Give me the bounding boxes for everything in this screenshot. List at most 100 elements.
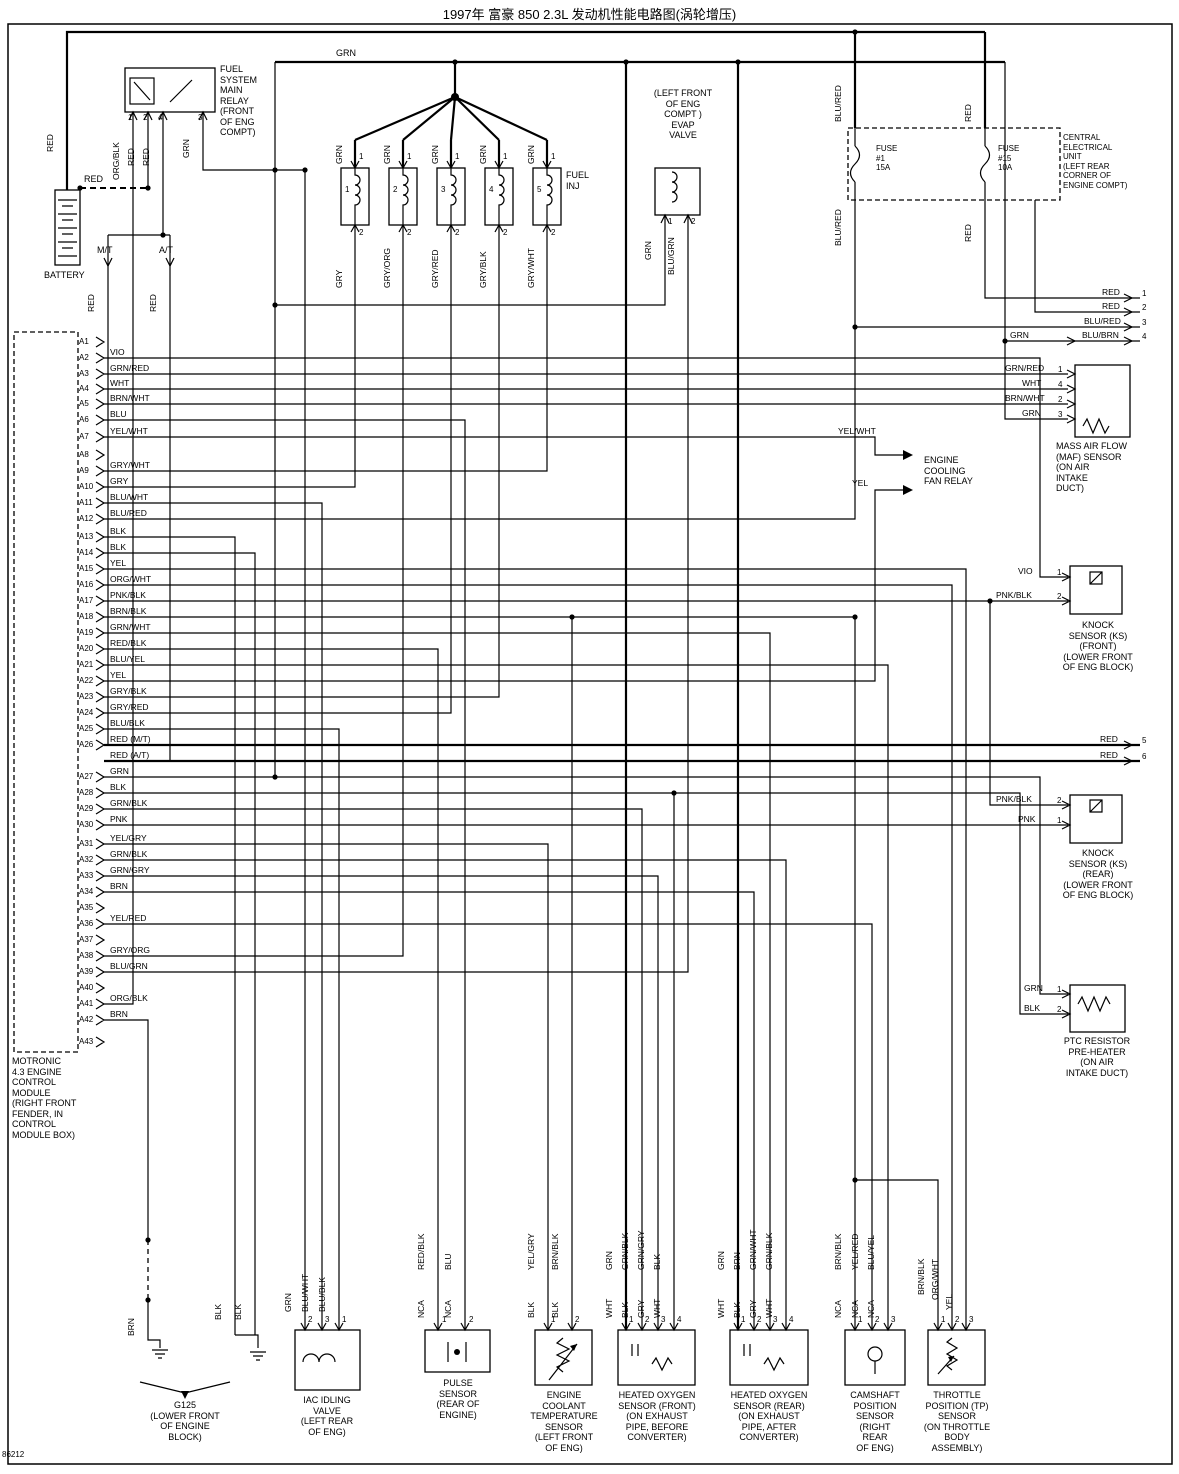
ecm-pin-label: A6 — [79, 415, 89, 424]
ecm-pin-connectors — [95, 336, 106, 1048]
wire-label: GRN — [336, 48, 356, 58]
pulse-name: PULSE SENSOR (REAR OF ENGINE) — [436, 1378, 480, 1420]
pin-number: 2 — [143, 113, 148, 122]
wire-label: ORG/BLK — [111, 142, 121, 180]
pin-number: 1 — [941, 1315, 946, 1324]
wire-label: BLU/BRN — [1082, 330, 1119, 340]
wire-label: GRY/BLK — [110, 686, 147, 696]
wires — [104, 62, 1140, 1348]
pulse-sensor-box — [424, 1329, 491, 1373]
pin-number: 1 — [442, 1315, 447, 1324]
wire-label: RED — [45, 134, 55, 152]
wire-label: BRN/WHT — [1005, 393, 1045, 403]
wire-label: BRN/BLK — [110, 606, 147, 616]
wire-label: BLU/YEL — [110, 654, 145, 664]
ecm-pin-label: A24 — [79, 708, 94, 717]
pin-number: 2 — [308, 1315, 313, 1324]
wire-label: BRN/WHT — [110, 393, 150, 403]
ptc-resistor — [1077, 995, 1111, 1013]
ptc-name: PTC RESISTOR PRE-HEATER (ON AIR INTAKE D… — [1063, 1036, 1131, 1078]
ecm-pin-label: A3 — [79, 369, 89, 378]
maf-symbol — [1082, 417, 1110, 435]
pin-number: 4 — [789, 1315, 794, 1324]
pulse-dot — [454, 1349, 460, 1355]
wire-label: GRY — [110, 476, 129, 486]
wire-label: BLU — [443, 1253, 453, 1270]
fan-relay-name: ENGINE COOLING FAN RELAY — [924, 455, 973, 486]
relay-coil — [129, 77, 155, 105]
wire-label: GRN — [110, 766, 129, 776]
injector-number: 1 — [345, 185, 350, 194]
pin-number: 3 — [198, 113, 203, 122]
wire-label: GRN — [1022, 408, 1041, 418]
pin-number: 1 — [741, 1315, 746, 1324]
wire-label: YEL — [110, 670, 127, 680]
wire-label: RED — [963, 224, 973, 242]
pin-number: 1 — [359, 152, 364, 161]
wire-label: PNK/BLK — [110, 590, 146, 600]
battery-label: BATTERY — [44, 270, 85, 280]
ecm-pin-label: A38 — [79, 951, 94, 960]
wire-label: BLK — [1024, 1003, 1041, 1013]
component-connectors — [103, 110, 1134, 1332]
ecm-pin-label: A32 — [79, 855, 94, 864]
ecm-pin-label: A17 — [79, 596, 94, 605]
ecm-pin-label: A39 — [79, 967, 94, 976]
wire-label: YEL — [110, 558, 127, 568]
arrows — [181, 450, 954, 1399]
evap-valve-box — [654, 167, 701, 216]
iac-coil — [302, 1353, 336, 1363]
pin-number: 2 — [575, 1315, 580, 1324]
wire-label: RED/BLK — [416, 1233, 426, 1270]
ecm-pin-label: A19 — [79, 628, 94, 637]
ecm-pin-label: A29 — [79, 804, 94, 813]
o2-front-box — [617, 1329, 696, 1386]
wire-label: GRN — [181, 139, 191, 158]
doc-number: 86212 — [2, 1450, 25, 1459]
tp-potentiometer — [937, 1337, 959, 1375]
wire-label: GRN — [1010, 330, 1029, 340]
pin-number: 1 — [342, 1315, 347, 1324]
battery-plates — [58, 199, 77, 257]
ecm-pin-label: A12 — [79, 514, 94, 523]
wire-label: RED (M/T) — [110, 734, 151, 744]
pin-number: 1 — [551, 152, 556, 161]
ecm-pin-label: A9 — [79, 466, 89, 475]
pin-label: BLK — [526, 1301, 536, 1318]
ecm-pin-label: A22 — [79, 676, 94, 685]
wire-label: BRN/BLK — [550, 1233, 560, 1270]
knock-front-box — [1069, 565, 1123, 615]
wire-label: BRN — [732, 1252, 742, 1270]
wire-label: BLU/GRN — [110, 961, 148, 971]
wire-label: GRN/RED — [1005, 363, 1045, 373]
pin-number: 1 — [551, 1315, 556, 1324]
wire-label: RED — [126, 148, 136, 166]
wire-label: BLU/WHT — [300, 1273, 310, 1312]
ceu-box — [847, 127, 1061, 201]
row-number: 3 — [1142, 318, 1147, 327]
pin-number: 2 — [503, 228, 508, 237]
ecm-pin-label: A4 — [79, 384, 89, 393]
ecm-pin-label: A27 — [79, 772, 94, 781]
wire-label: PNK/BLK — [996, 590, 1032, 600]
mt-label: M/T — [97, 245, 113, 255]
wire-label: GRN/WHT — [748, 1229, 758, 1270]
ecm-pin-label: A10 — [79, 482, 94, 491]
ecm-pin-label: A41 — [79, 999, 94, 1008]
component-symbols — [58, 77, 1111, 1394]
wire-label: GRN — [334, 145, 344, 164]
wire-label: GRN — [1024, 983, 1043, 993]
coolant-arrowhead — [570, 1344, 577, 1351]
pin-label: NCA — [416, 1300, 426, 1318]
maf-sensor-box — [1074, 364, 1131, 438]
wire-label: BLU — [110, 409, 127, 419]
o2-front-name: HEATED OXYGEN SENSOR (FRONT) (ON EXHAUST… — [618, 1390, 696, 1442]
wire-label: GRY — [334, 269, 344, 288]
pin-number: 1 — [407, 152, 412, 161]
relay-switch — [133, 79, 193, 103]
wire-label: BRN — [126, 1318, 136, 1336]
wire-label: GRN/GRY — [110, 865, 150, 875]
knock-rear-name: KNOCK SENSOR (KS) (REAR) (LOWER FRONT OF… — [1062, 848, 1134, 900]
wire-label: PNK — [110, 814, 128, 824]
ecm-pin-label: A11 — [79, 498, 93, 507]
